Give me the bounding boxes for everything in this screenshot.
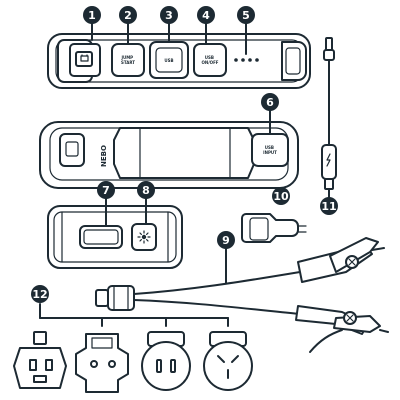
badge-6: 6 [261,93,279,135]
au-plug-adapter [203,331,253,391]
badge-5: 5 [237,6,255,55]
usb-onoff-button[interactable]: USB ON/OFF [193,43,227,77]
flashlight-lens [79,225,123,249]
svg-text:8: 8 [142,184,150,197]
jump-start-label-line-2: START [121,60,135,65]
usb-onoff-label-line-1: USB [205,55,214,60]
badge-1: 1 [83,6,101,41]
svg-text:11: 11 [321,200,336,213]
badge-3: 3 [160,6,178,43]
badge-9: 9 [217,231,235,284]
badge-11: 11 [320,188,338,215]
car-charger-adapter [241,213,307,243]
svg-text:1: 1 [88,9,96,22]
plug-adapters [13,303,253,393]
device-front-view [47,205,183,269]
usb-label: USB [164,58,173,63]
jump-start-label-line-1: JUMP [120,55,133,60]
led-dot [241,58,245,62]
usb-input-label: USB INPUT [263,145,277,155]
eu-plug-adapter [75,333,129,393]
usb-port-button[interactable]: USB [149,41,189,79]
led-dot [248,58,252,62]
lightning-icon [326,153,331,167]
usb-input-label-line-1: USB [265,145,274,150]
us-plug-adapter [141,331,191,391]
usb-input-label-line-2: INPUT [263,150,277,155]
jump-start-label: JUMP START [120,55,135,65]
svg-text:3: 3 [165,9,173,22]
jumper-clamps [95,237,389,353]
svg-text:12: 12 [32,288,47,301]
badge-12: 12 [31,285,49,303]
usb-cable [321,37,337,190]
device-top-view: JUMP START USB USB ON/OFF [47,33,311,89]
badge-4: 4 [197,6,215,45]
svg-text:6: 6 [266,96,274,109]
brand-logo: NEBO [100,145,108,167]
usb-input-port[interactable]: USB INPUT [251,133,289,167]
led-dot [234,58,238,62]
svg-text:10: 10 [273,190,289,203]
usb-onoff-label: USB ON/OFF [201,55,218,65]
svg-text:4: 4 [202,9,210,22]
badge-7: 7 [97,181,115,227]
uk-plug-adapter [13,331,67,389]
svg-text:9: 9 [222,234,230,247]
battery-button[interactable] [69,43,101,77]
led-dot [255,58,259,62]
svg-text:5: 5 [242,9,250,22]
callout-badges: 1 2 3 4 5 6 7 8 9 10 11 12 [31,6,338,303]
device-back-view: NEBO USB INPUT [39,121,299,189]
svg-text:2: 2 [124,9,132,22]
led-indicator-dots [234,58,259,62]
battery-icon [80,54,89,62]
badge-8: 8 [137,181,155,225]
svg-text:7: 7 [102,184,110,197]
badge-10: 10 [272,187,290,205]
badge-2: 2 [119,6,137,45]
usb-onoff-label-line-2: ON/OFF [201,60,218,65]
flashlight-button[interactable] [131,223,157,251]
jump-start-button[interactable]: JUMP START [111,43,145,77]
light-icon [137,230,151,244]
